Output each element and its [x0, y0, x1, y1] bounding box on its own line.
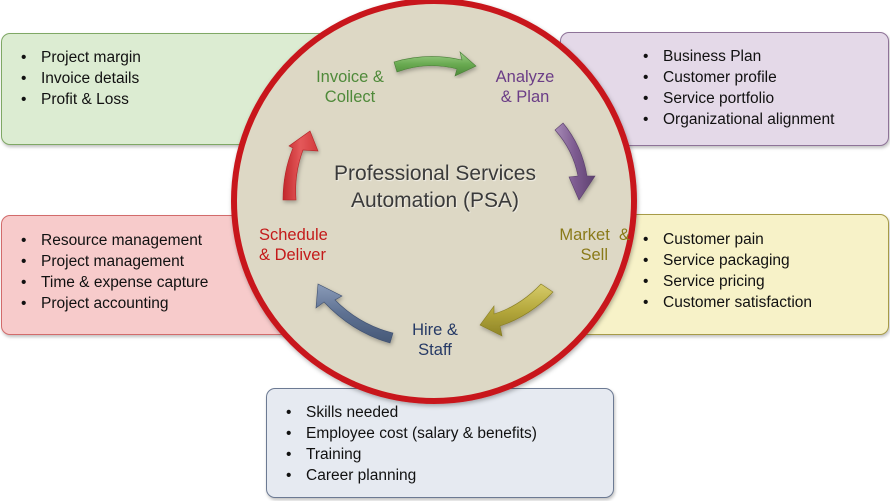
- stage-label-line: Analyze: [495, 68, 555, 86]
- list-item: Project margin: [21, 47, 141, 68]
- hire-staff-list: Skills needed Employee cost (salary & be…: [286, 402, 537, 486]
- stage-label-line: Collect: [324, 88, 376, 106]
- stage-label-line: Market &: [559, 226, 630, 244]
- list-item: Customer profile: [643, 67, 834, 88]
- stage-label-market-sell: Market & Sell: [520, 225, 630, 265]
- schedule-deliver-list: Resource management Project management T…: [21, 230, 208, 314]
- list-item: Organizational alignment: [643, 109, 834, 130]
- list-item: Service pricing: [643, 271, 812, 292]
- arrow-schedule-to-invoice-icon: [282, 130, 319, 201]
- center-title-line: Professional Services: [334, 162, 536, 185]
- list-item: Profit & Loss: [21, 89, 141, 110]
- stage-label-line: & Deliver: [259, 246, 326, 264]
- list-item: Resource management: [21, 230, 208, 251]
- center-title: Professional Services Automation (PSA): [300, 160, 570, 214]
- list-item: Training: [286, 444, 537, 465]
- list-item: Invoice details: [21, 68, 141, 89]
- stage-label-line: & Plan: [500, 88, 550, 106]
- list-item: Skills needed: [286, 402, 537, 423]
- stage-label-line: Sell: [580, 246, 608, 264]
- stage-label-line: Invoice &: [316, 68, 384, 86]
- arrow-analyze-to-market-icon: [554, 122, 596, 201]
- analyze-plan-list: Business Plan Customer profile Service p…: [643, 46, 834, 130]
- arrow-market-to-hire-icon: [479, 283, 554, 337]
- stage-label-analyze-plan: Analyze & Plan: [470, 67, 580, 107]
- list-item: Project management: [21, 251, 208, 272]
- arrow-invoice-to-analyze-icon: [393, 51, 477, 77]
- center-title-line: Automation (PSA): [350, 189, 520, 212]
- list-item: Business Plan: [643, 46, 834, 67]
- list-item: Project accounting: [21, 293, 208, 314]
- list-item: Service portfolio: [643, 88, 834, 109]
- list-item: Service packaging: [643, 250, 812, 271]
- arrow-hire-to-schedule-icon: [315, 283, 394, 344]
- list-item: Employee cost (salary & benefits): [286, 423, 537, 444]
- list-item: Career planning: [286, 465, 537, 486]
- stage-label-line: Schedule: [259, 226, 328, 244]
- market-sell-list: Customer pain Service packaging Service …: [643, 229, 812, 313]
- stage-label-line: Hire &: [412, 321, 458, 339]
- stage-label-schedule-deliver: Schedule & Deliver: [235, 225, 355, 265]
- invoice-collect-list: Project margin Invoice details Profit & …: [21, 47, 141, 110]
- stage-label-hire-staff: Hire & Staff: [380, 320, 490, 360]
- list-item: Customer pain: [643, 229, 812, 250]
- stage-label-line: Staff: [418, 341, 452, 359]
- market-sell-details-box: Customer pain Service packaging Service …: [560, 214, 889, 335]
- stage-label-invoice-collect: Invoice & Collect: [295, 67, 405, 107]
- list-item: Time & expense capture: [21, 272, 208, 293]
- list-item: Customer satisfaction: [643, 292, 812, 313]
